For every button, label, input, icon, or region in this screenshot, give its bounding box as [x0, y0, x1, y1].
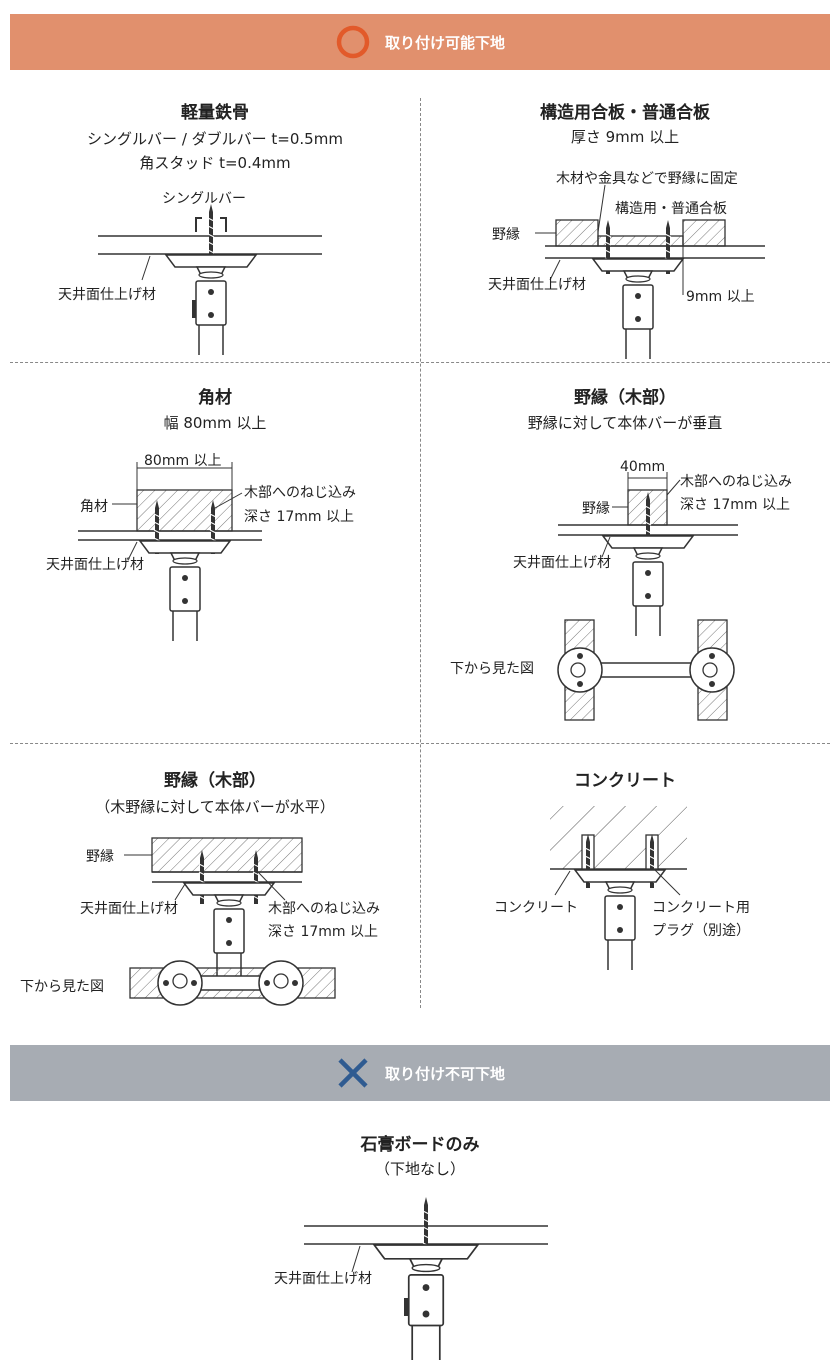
kakuzai-title: 角材	[198, 388, 232, 408]
gypsum-ceiling-label: 天井面仕上げ材	[274, 1271, 372, 1287]
gypsum-sub1: （下地なし）	[374, 1160, 465, 1178]
nobuchi-h-screw-label: 木部へのねじ込み	[268, 901, 380, 917]
concrete-label: コンクリート	[494, 900, 578, 916]
nobuchi-v-nobuchi-label: 野縁	[582, 501, 610, 517]
nobuchi-h-ceiling-label: 天井面仕上げ材	[80, 901, 178, 917]
kakuzai-ceiling-label: 天井面仕上げ材	[46, 557, 144, 573]
nobuchi-h-sub1: （木野縁に対して本体バーが水平）	[95, 798, 335, 816]
nobuchi-h-nobuchi-label: 野縁	[86, 849, 114, 865]
plywood-nobuchi-label: 野縁	[492, 227, 520, 243]
steel-sub1: シングルバー / ダブルバー t=0.5mm	[87, 130, 343, 148]
gypsum-diagram	[304, 1195, 548, 1360]
divider-horizontal-1	[10, 362, 830, 363]
plywood-board-label: 構造用・普通合板	[615, 201, 727, 217]
nobuchi-v-screw-label: 木部へのねじ込み	[680, 474, 792, 490]
concrete-diagram	[550, 806, 687, 971]
nobuchi-v-width-label: 40mm	[620, 459, 666, 475]
circle-icon	[336, 25, 370, 59]
cross-icon	[338, 1058, 368, 1088]
nobuchi-v-title: 野縁（木部）	[574, 388, 676, 408]
not-mountable-banner: 取り付け不可下地	[10, 1045, 830, 1101]
nobuchi-v-bottom-label: 下から見た図	[450, 661, 534, 677]
nobuchi-vertical-diagram	[557, 472, 738, 721]
divider-vertical	[420, 98, 421, 1008]
kakuzai-sub1: 幅 80mm 以上	[163, 414, 267, 432]
nobuchi-horizontal-diagram	[124, 837, 336, 1006]
gypsum-title: 石膏ボードのみ	[360, 1135, 480, 1155]
plywood-title: 構造用合板・普通合板	[540, 103, 710, 123]
concrete-title: コンクリート	[574, 771, 676, 791]
steel-sub2: 角スタッド t=0.4mm	[139, 154, 291, 172]
not-mountable-banner-label: 取り付け不可下地	[384, 1064, 505, 1083]
mountable-banner: 取り付け可能下地	[10, 14, 830, 70]
divider-horizontal-2	[10, 743, 830, 744]
steel-ceiling-label: 天井面仕上げ材	[58, 287, 156, 303]
kakuzai-depth-label: 深さ 17mm 以上	[244, 509, 354, 525]
nobuchi-v-ceiling-label: 天井面仕上げ材	[513, 555, 611, 571]
plywood-ceiling-label: 天井面仕上げ材	[488, 277, 586, 293]
nobuchi-h-bottom-label: 下から見た図	[20, 979, 104, 995]
nobuchi-v-sub1: 野縁に対して本体バーが垂直	[527, 414, 723, 432]
plywood-thickness-label: 9mm 以上	[686, 289, 755, 305]
mountable-banner-label: 取り付け可能下地	[384, 33, 505, 52]
steel-title: 軽量鉄骨	[181, 103, 249, 123]
steel-diagram	[98, 202, 322, 356]
kakuzai-diagram	[78, 462, 262, 642]
concrete-plug-label-1: コンクリート用	[652, 900, 750, 916]
nobuchi-h-depth-label: 深さ 17mm 以上	[268, 924, 378, 940]
kakuzai-screw-label: 木部へのねじ込み	[244, 485, 356, 501]
nobuchi-h-title: 野縁（木部）	[164, 771, 266, 791]
plywood-sub1: 厚さ 9mm 以上	[570, 128, 680, 146]
kakuzai-width-label: 80mm 以上	[144, 453, 222, 469]
kakuzai-label: 角材	[80, 499, 108, 515]
concrete-plug-label-2: プラグ（別途）	[652, 923, 750, 939]
nobuchi-v-depth-label: 深さ 17mm 以上	[680, 497, 790, 513]
plywood-diagram	[535, 184, 765, 360]
steel-bar-label: シングルバー	[162, 191, 246, 207]
plywood-fix-label: 木材や金具などで野縁に固定	[556, 171, 738, 187]
